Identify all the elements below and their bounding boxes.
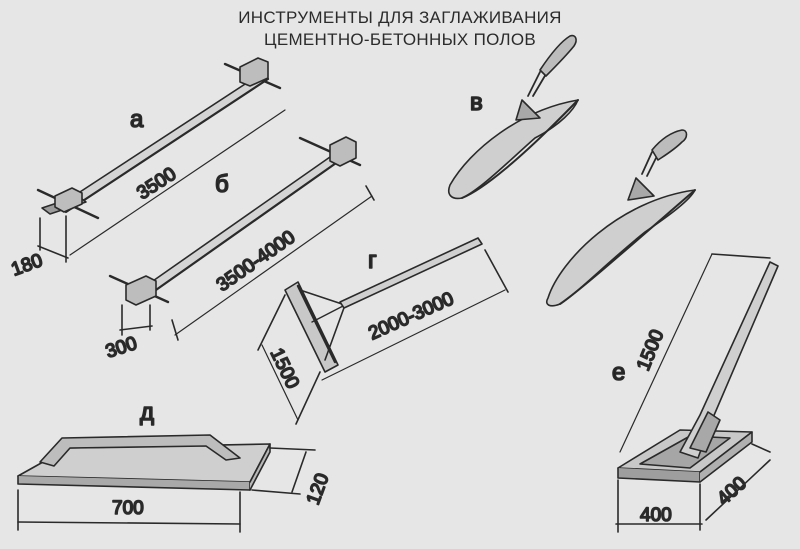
label-v: в [470,89,483,116]
dim-b-width: 300 [103,333,140,363]
tool-v-trowel-upper [447,34,579,200]
title-line-2: ЦЕМЕНТНО-БЕТОННЫХ ПОЛОВ [263,30,537,49]
dim-e-width: 400 [640,505,672,526]
tool-a-screed-rule [36,57,286,263]
label-a: а [130,106,144,133]
label-g: г [368,247,377,274]
dim-g-width: 1500 [266,345,303,392]
dim-e-height: 1500 [633,327,668,374]
tool-d-hand-float [17,434,316,533]
dim-d-length: 700 [112,498,144,519]
dim-a-length: 3500 [133,164,180,205]
tool-e-tamper [615,253,779,533]
title-line-1: ИНСТРУМЕНТЫ ДЛЯ ЗАГЛАЖИВАНИЯ [238,8,562,27]
tool-v-trowel-lower [545,129,696,307]
tool-g-bull-float [257,237,509,425]
label-e: е [612,359,625,386]
tool-b-screed-rule [108,136,375,341]
dim-d-width: 120 [303,471,334,508]
label-b: б [215,171,229,198]
label-d: д [140,399,154,426]
dim-a-width: 180 [9,250,46,281]
dim-e-depth: 400 [713,473,751,510]
